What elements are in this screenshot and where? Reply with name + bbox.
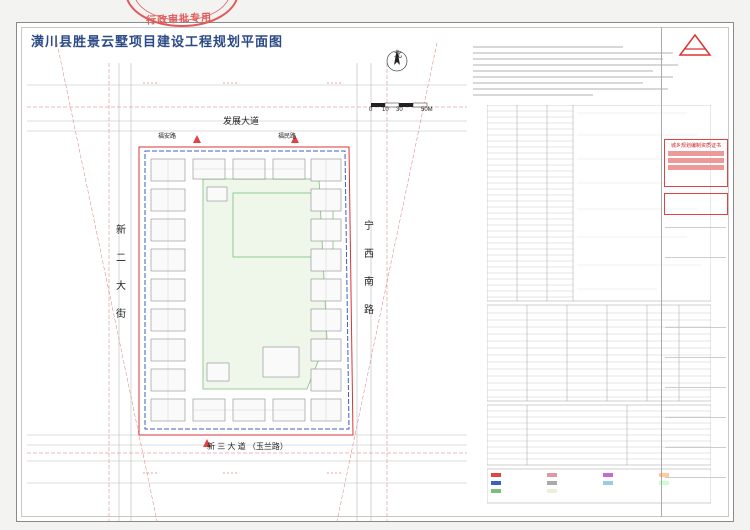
- road-char: 西: [364, 249, 374, 260]
- road-char: 宁: [364, 221, 374, 232]
- design-notes: [473, 46, 678, 96]
- qualification-stamp: 城乡规划编制资质证书: [664, 139, 728, 187]
- blue-property-line: [144, 150, 350, 430]
- road-char: 二: [116, 253, 126, 264]
- road-char: 新: [116, 225, 126, 236]
- road-label-south: 新 三 大 道 （玉兰路）: [207, 442, 288, 451]
- drawing-sheet: 潢川县胜景云墅项目建设工程规划平面图: [16, 22, 734, 522]
- road-label-west: 新 二 大 街: [115, 217, 127, 329]
- indicator-tables: [487, 105, 711, 504]
- scale-tick: 0: [369, 107, 373, 113]
- north-arrow: [386, 49, 408, 72]
- approval-seal: [126, 0, 238, 27]
- street-label-fuan: 福安路: [158, 134, 177, 140]
- title-block: 城乡规划编制资质证书: [661, 27, 729, 517]
- road-char: 街: [116, 309, 126, 320]
- sheet-inner-frame: [21, 27, 729, 517]
- north-label: 北: [394, 50, 402, 59]
- drawing-title: 潢川县胜景云墅项目建设工程规划平面图: [31, 34, 284, 49]
- scale-tick: 10: [382, 107, 389, 113]
- design-institute-logo: [678, 33, 712, 56]
- registration-stamp: [664, 193, 728, 215]
- site-plan-drawing: [27, 43, 467, 521]
- qualification-title: 城乡规划编制资质证书: [670, 143, 721, 149]
- road-char: 路: [364, 305, 374, 316]
- street-label-fumin: 福民路: [278, 134, 297, 140]
- road-char: 南: [364, 277, 374, 288]
- scale-tick: 30: [396, 107, 403, 113]
- site-plan: 发展大道 新 三 大 道 （玉兰路） 福安路 福民路 新 二 大 街 宁 西 南…: [27, 43, 467, 521]
- road-label-north: 发展大道: [223, 116, 260, 126]
- scale-tick: 50M: [421, 107, 433, 113]
- red-site-outline: [138, 146, 354, 436]
- road-char: 大: [116, 281, 126, 292]
- scale-bar: [371, 102, 428, 108]
- road-label-east: 宁 西 南 路: [363, 213, 375, 325]
